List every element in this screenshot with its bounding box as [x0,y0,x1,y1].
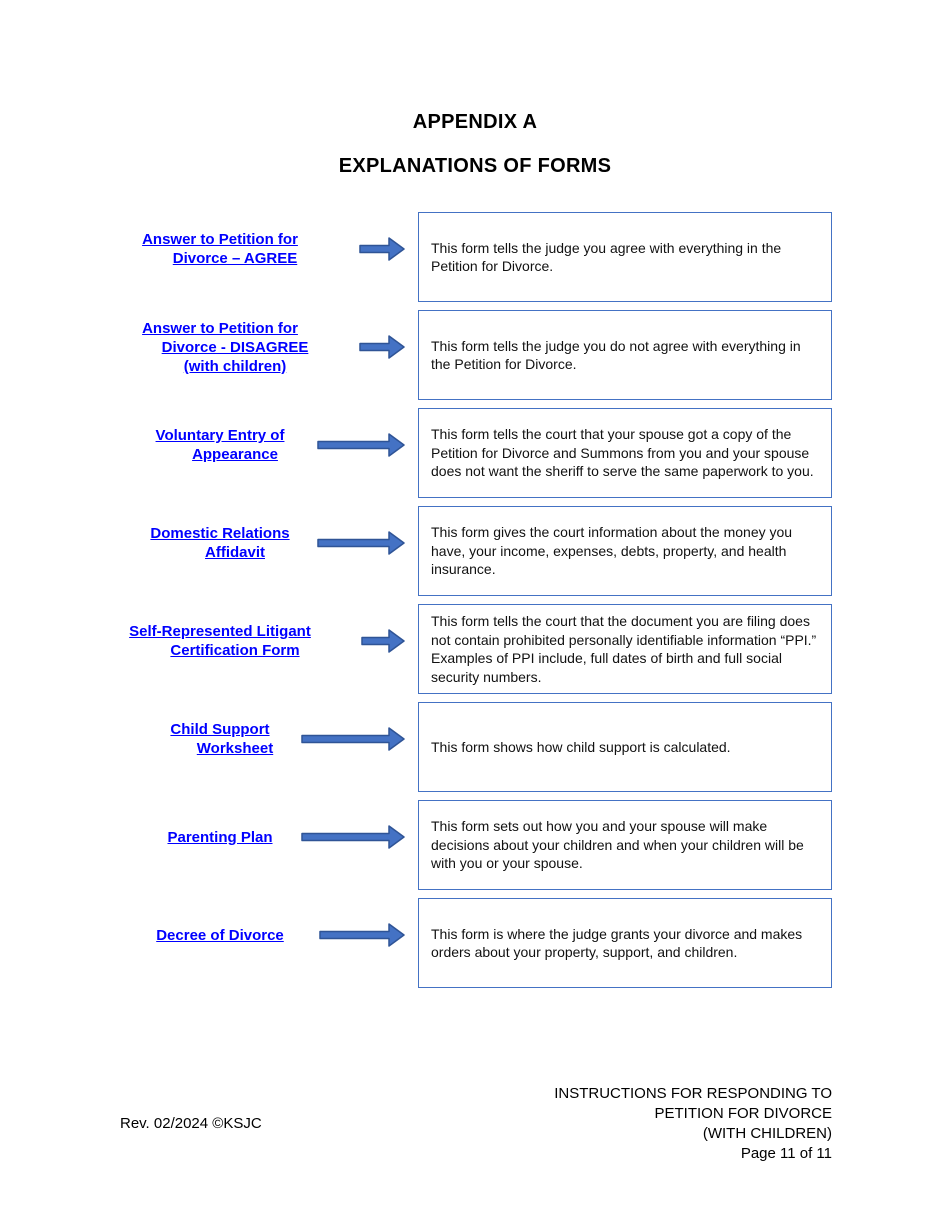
description-text: This form tells the judge you agree with… [431,239,782,275]
link-line: Decree of Divorce [156,926,284,944]
form-link-self-represented-certification[interactable]: Self-Represented Litigant Certification … [129,622,311,660]
footer-revision: Rev. 02/2024 ©KSJC [120,1115,262,1132]
form-link-domestic-relations-affidavit[interactable]: Domestic Relations Affidavit [150,524,289,562]
form-row: Parenting Plan This form sets out how yo… [120,800,832,890]
arrow-cell [301,800,418,890]
arrow-cell [317,506,418,596]
link-line: Worksheet [196,740,274,757]
link-line: Child Support [170,721,270,738]
form-link-cell: Parenting Plan [120,800,320,890]
description-box: This form tells the court that your spou… [418,408,832,498]
form-link-cell: Self-Represented Litigant Certification … [120,604,320,694]
description-box: This form gives the court information ab… [418,506,832,596]
right-arrow-icon [359,236,405,262]
page-subtitle: EXPLANATIONS OF FORMS [338,155,612,177]
form-link-cell: Answer to Petition for Divorce - DISAGRE… [120,310,320,400]
form-link-cell: Voluntary Entry of Appearance [120,408,320,498]
right-arrow-icon [301,726,405,752]
footer-line: INSTRUCTIONS FOR RESPONDING TO [554,1085,832,1102]
appendix-title: APPENDIX A [412,111,538,133]
form-row: Child Support Worksheet This form shows … [120,702,832,792]
form-link-cell: Child Support Worksheet [120,702,320,792]
right-arrow-icon [317,530,405,556]
arrow-cell [301,702,418,792]
footer-instructions: INSTRUCTIONS FOR RESPONDING TO PETITION … [554,1084,832,1164]
right-arrow-icon [319,922,405,948]
form-row: Voluntary Entry of Appearance This form … [120,408,832,498]
right-arrow-icon [361,628,405,654]
description-box: This form shows how child support is cal… [418,702,832,792]
arrow-cell [317,408,418,498]
form-link-parenting-plan[interactable]: Parenting Plan [167,828,272,847]
description-box: This form sets out how you and your spou… [418,800,832,890]
description-box: This form is where the judge grants your… [418,898,832,988]
link-line: (with children) [183,357,287,375]
description-text: This form tells the court that your spou… [431,426,814,480]
arrow-cell [320,212,418,302]
link-line: Divorce – AGREE [172,250,298,267]
link-line: Answer to Petition for [142,231,298,248]
footer-line: (WITH CHILDREN) [702,1125,832,1142]
footer-line: PETITION FOR DIVORCE [654,1105,832,1122]
form-link-answer-agree[interactable]: Answer to Petition for Divorce – AGREE [142,230,298,268]
link-line: Domestic Relations [150,525,290,542]
form-row: Self-Represented Litigant Certification … [120,604,832,694]
form-link-cell: Answer to Petition for Divorce – AGREE [120,212,320,302]
description-text: This form sets out how you and your spou… [431,818,804,872]
right-arrow-icon [317,432,405,458]
footer-line: Page 11 of 11 [740,1145,832,1162]
form-link-child-support-worksheet[interactable]: Child Support Worksheet [167,720,273,758]
forms-list: Answer to Petition for Divorce – AGREE T… [120,212,832,996]
form-link-voluntary-entry[interactable]: Voluntary Entry of Appearance [156,426,285,464]
description-text: This form is where the judge grants your… [431,925,803,961]
link-line: Divorce - DISAGREE [161,338,309,356]
form-row: Decree of Divorce This form is where the… [120,898,832,988]
description-text: This form gives the court information ab… [431,524,793,578]
link-line: Self-Represented Litigant [129,623,311,640]
arrow-cell [320,310,418,400]
form-link-answer-disagree[interactable]: Answer to Petition for Divorce - DISAGRE… [132,319,309,376]
form-row: Answer to Petition for Divorce - DISAGRE… [120,310,832,400]
description-text: This form tells the court that the docum… [431,613,817,685]
link-line: Affidavit [205,544,265,561]
description-box: This form tells the court that the docum… [418,604,832,694]
link-line: Parenting Plan [167,828,273,846]
link-line: Appearance [192,446,278,463]
description-text: This form shows how child support is cal… [431,738,731,755]
form-link-cell: Decree of Divorce [120,898,320,988]
description-box: This form tells the judge you agree with… [418,212,832,302]
form-link-cell: Domestic Relations Affidavit [120,506,320,596]
link-line: Certification Form [170,642,300,659]
arrow-cell [320,604,418,694]
right-arrow-icon [301,824,405,850]
description-text: This form tells the judge you do not agr… [431,337,801,373]
description-box: This form tells the judge you do not agr… [418,310,832,400]
right-arrow-icon [359,334,405,360]
link-line: Answer to Petition for [142,319,298,337]
form-link-decree-of-divorce[interactable]: Decree of Divorce [156,926,284,945]
form-row: Domestic Relations Affidavit This form g… [120,506,832,596]
form-row: Answer to Petition for Divorce – AGREE T… [120,212,832,302]
arrow-cell [319,898,418,988]
link-line: Voluntary Entry of [155,427,285,444]
